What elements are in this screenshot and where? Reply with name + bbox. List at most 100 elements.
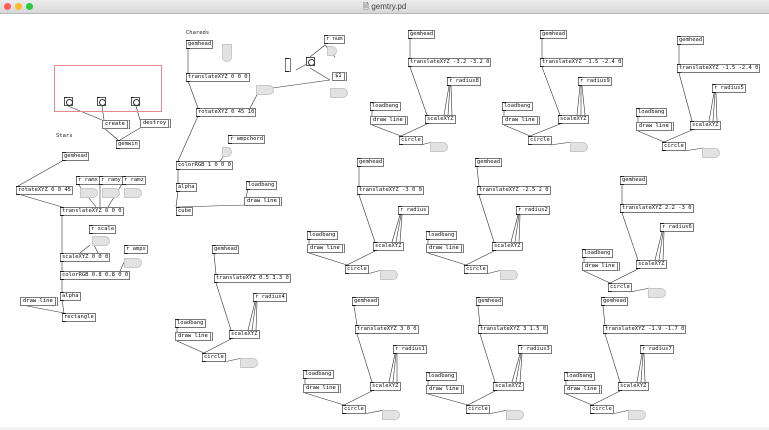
g1-circle[interactable]: circle	[399, 136, 423, 145]
g1-translate[interactable]: translateXYZ -3.2 -3.2 0	[408, 58, 492, 67]
r-ampchord[interactable]: r ampchord	[228, 135, 266, 144]
stars-gemhead[interactable]: gemhead	[62, 152, 90, 161]
stars-rotate[interactable]: rotateXYZ 0 0 45	[16, 186, 73, 195]
g3-draw-line[interactable]: draw line	[636, 122, 674, 131]
r-ampx[interactable]: r ampx	[124, 245, 148, 254]
g4-scale[interactable]: scaleXYZ	[373, 242, 404, 251]
g1-loadbang[interactable]: loadbang	[370, 102, 401, 111]
chareds-number-1[interactable]	[222, 44, 232, 62]
g2-scale[interactable]: scaleXYZ	[558, 115, 589, 124]
g3-circle[interactable]: circle	[662, 142, 686, 151]
g6-scale[interactable]: scaleXYZ	[636, 260, 667, 269]
g7-translate[interactable]: translateXYZ 0.5 3.3 0	[214, 274, 291, 283]
chareds-cube[interactable]: cube	[176, 207, 194, 216]
g5-circle[interactable]: circle	[464, 265, 488, 274]
g3-gemhead[interactable]: gemhead	[677, 36, 705, 45]
minimize-button[interactable]	[15, 3, 22, 10]
r-scale[interactable]: r scale	[89, 225, 117, 234]
g8-loadbang[interactable]: loadbang	[303, 370, 334, 379]
g2-draw-line[interactable]: draw line	[502, 116, 540, 125]
ramz-number[interactable]	[124, 188, 142, 198]
g7-scale[interactable]: scaleXYZ	[229, 330, 260, 339]
g4-loadbang[interactable]: loadbang	[307, 231, 338, 240]
ramy-number[interactable]	[102, 188, 120, 198]
num-number-2[interactable]	[330, 88, 348, 98]
g4-draw-line[interactable]: draw line	[307, 244, 345, 253]
g6-translate[interactable]: translateXYZ 2.2 -3 0	[620, 204, 694, 213]
g8-translate[interactable]: translateXYZ 3 0 0	[355, 325, 419, 334]
g2-loadbang[interactable]: loadbang	[502, 102, 533, 111]
g4-number[interactable]	[380, 270, 398, 280]
g10-number[interactable]	[628, 410, 646, 420]
g10-scale[interactable]: scaleXYZ	[618, 382, 649, 391]
ramx-number[interactable]	[80, 188, 98, 198]
ampchord-number[interactable]	[222, 147, 232, 157]
g7-circle[interactable]: circle	[202, 353, 226, 362]
g1-receive[interactable]: r radius8	[447, 77, 481, 86]
chareds-translate[interactable]: translateXYZ 0 0 0	[186, 73, 250, 82]
g10-gemhead[interactable]: gemhead	[601, 297, 629, 306]
g1-gemhead[interactable]: gemhead	[408, 30, 436, 39]
stars-translate[interactable]: translateXYZ 0 0 0	[60, 207, 124, 216]
num-number[interactable]	[327, 46, 337, 56]
g6-draw-line[interactable]: draw line	[582, 262, 620, 271]
num-bang[interactable]	[306, 57, 315, 66]
g8-draw-line[interactable]: draw line	[303, 384, 341, 393]
stars-alpha[interactable]: alpha	[60, 292, 81, 301]
zoom-button[interactable]	[26, 3, 33, 10]
gemwin-toggle[interactable]	[97, 97, 106, 106]
g3-receive[interactable]: r radius5	[712, 84, 746, 93]
r-ramz[interactable]: r ramz	[122, 176, 146, 185]
g7-receive[interactable]: r radius4	[253, 293, 287, 302]
gemwin-object[interactable]: gemwin	[116, 140, 140, 149]
g2-translate[interactable]: translateXYZ -1.5 -2.4 0	[540, 58, 624, 67]
g5-gemhead[interactable]: gemhead	[475, 158, 503, 167]
g5-draw-line[interactable]: draw line	[426, 244, 464, 253]
g6-gemhead[interactable]: gemhead	[620, 176, 648, 185]
g9-loadbang[interactable]: loadbang	[426, 372, 457, 381]
stars-color[interactable]: colorRGB 0.8 0.8 0 0	[60, 271, 131, 280]
stars-draw-line[interactable]: draw line	[20, 297, 58, 306]
g3-scale[interactable]: scaleXYZ	[690, 121, 721, 130]
g10-draw-line[interactable]: draw line	[564, 385, 602, 394]
horizontal-scrollbar[interactable]	[0, 427, 769, 430]
g10-circle[interactable]: circle	[590, 405, 614, 414]
g5-number[interactable]	[500, 270, 518, 280]
close-button[interactable]	[4, 3, 11, 10]
g1-scale[interactable]: scaleXYZ	[425, 115, 456, 124]
g10-loadbang[interactable]: loadbang	[564, 372, 595, 381]
g8-scale[interactable]: scaleXYZ	[370, 382, 401, 391]
g6-number[interactable]	[648, 288, 666, 298]
r-num[interactable]: r num	[324, 35, 345, 44]
g8-circle[interactable]: circle	[342, 405, 366, 414]
g6-loadbang[interactable]: loadbang	[582, 249, 613, 258]
scale-number[interactable]	[92, 236, 110, 246]
ampx-number[interactable]	[124, 258, 142, 268]
g4-gemhead[interactable]: gemhead	[357, 158, 385, 167]
g3-number[interactable]	[702, 148, 720, 158]
r-ramy[interactable]: r ramy	[99, 176, 123, 185]
g5-receive[interactable]: r radius2	[516, 206, 550, 215]
g4-circle[interactable]: circle	[345, 265, 369, 274]
g9-scale[interactable]: scaleXYZ	[493, 382, 524, 391]
g2-number[interactable]	[570, 142, 588, 152]
g7-gemhead[interactable]: gemhead	[212, 245, 240, 254]
r-ramx[interactable]: r ramx	[76, 176, 100, 185]
g9-circle[interactable]: circle	[466, 405, 490, 414]
create-bang[interactable]	[64, 97, 73, 106]
g6-receive[interactable]: r radius6	[660, 223, 694, 232]
chareds-alpha[interactable]: alpha	[176, 183, 197, 192]
g9-receive[interactable]: r radius3	[518, 345, 552, 354]
destroy-bang[interactable]	[131, 97, 140, 106]
chareds-gemhead[interactable]: gemhead	[186, 40, 214, 49]
chareds-loadbang[interactable]: loadbang	[246, 181, 277, 190]
g7-loadbang[interactable]: loadbang	[175, 319, 206, 328]
small-object[interactable]	[285, 58, 291, 72]
dollar-one-message[interactable]: $1	[332, 72, 347, 81]
g4-receive[interactable]: r radius	[398, 206, 429, 215]
g3-loadbang[interactable]: loadbang	[636, 108, 667, 117]
stars-scale[interactable]: scaleXYZ 0 0 0	[60, 253, 111, 262]
chareds-draw-line[interactable]: draw line	[244, 197, 282, 206]
g6-circle[interactable]: circle	[608, 283, 632, 292]
g9-translate[interactable]: translateXYZ 3 1.5 0	[478, 325, 549, 334]
